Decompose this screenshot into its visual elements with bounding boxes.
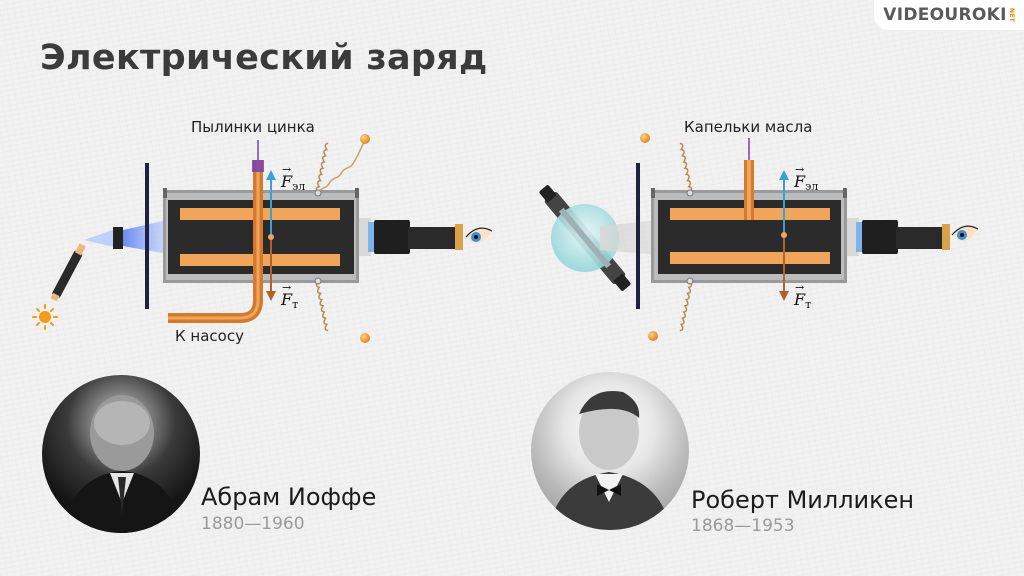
- uv-lamp: [50, 243, 87, 302]
- ioffe-setup: [33, 134, 492, 343]
- window-plate: [145, 163, 149, 309]
- spring-top-right: [666, 143, 705, 193]
- uv-light-beam: [84, 228, 118, 248]
- name-ioffe: Абрам Иоффе: [201, 483, 376, 511]
- force-gravity-label-right: →Fт: [794, 290, 811, 311]
- lens-holder: [113, 227, 123, 249]
- window-plate-right: [636, 163, 640, 309]
- microscope-right: [847, 218, 950, 256]
- force-electric-label: →Fэл: [281, 172, 305, 193]
- capacitor-plate-bottom-right: [670, 252, 830, 264]
- eye-icon: [466, 227, 492, 243]
- force-gravity-label: →Fт: [281, 290, 298, 311]
- years-ioffe: 1880—1960: [201, 514, 305, 534]
- portrait-ioffe: [42, 375, 200, 533]
- name-millikan: Роберт Милликен: [691, 486, 914, 514]
- electrode-ball-top-right: [640, 133, 650, 143]
- electrode-ball-top: [360, 134, 370, 144]
- force-electric-label-right: →Fэл: [794, 172, 818, 193]
- millikan-setup: [517, 133, 978, 341]
- microscope: [359, 218, 463, 256]
- label-to-pump: К насосу: [175, 327, 244, 345]
- electrode-ball-bottom: [360, 333, 370, 343]
- spring-bottom: [303, 281, 342, 331]
- eye-icon-right: [952, 225, 978, 241]
- oil-droplet: [781, 232, 787, 238]
- electrode-ball-bottom-right: [648, 331, 658, 341]
- portrait-millikan: [531, 372, 689, 530]
- label-oil-droplets: Капельки масла: [684, 118, 812, 136]
- spring-bottom-right: [666, 281, 705, 331]
- sun-icon: [33, 305, 57, 329]
- zinc-particle: [268, 234, 274, 240]
- label-zinc-dust: Пылинки цинка: [191, 118, 315, 136]
- years-millikan: 1868—1953: [691, 516, 795, 536]
